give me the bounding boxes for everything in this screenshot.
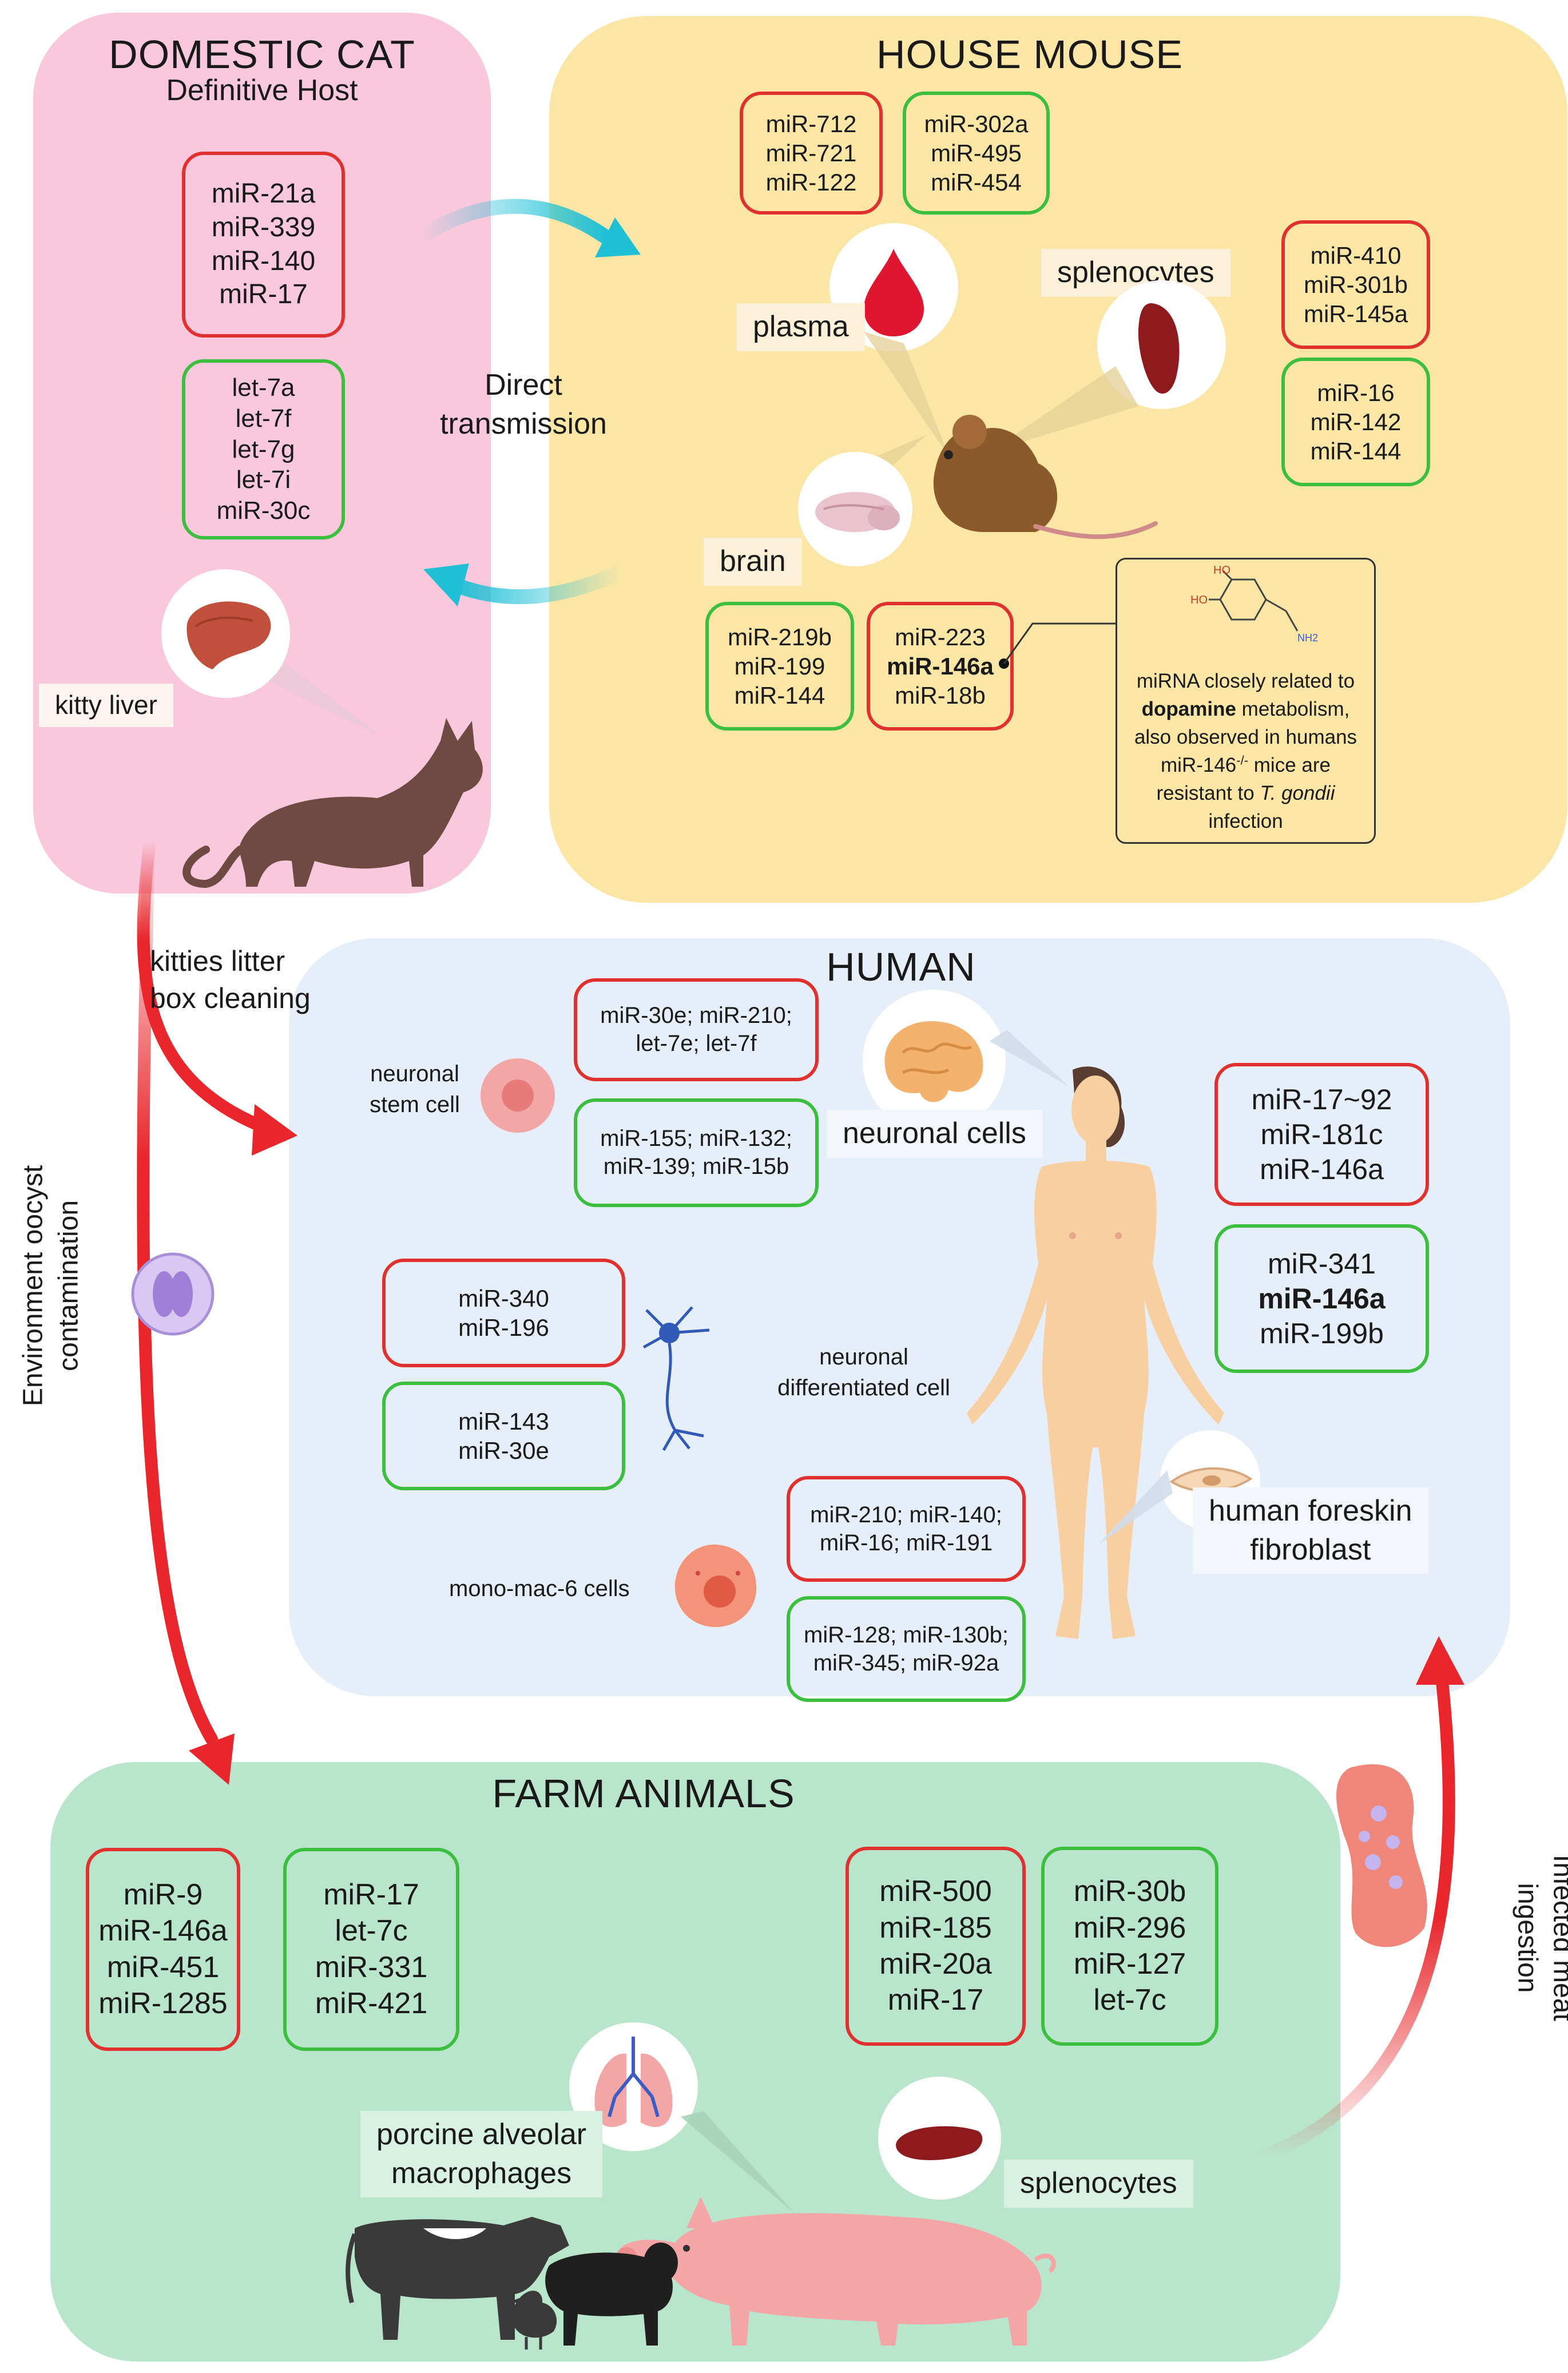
- liver-icon-circle: [161, 569, 290, 698]
- chicken-icon: [510, 2291, 557, 2350]
- arrow-meat-to-human: [1255, 1670, 1455, 2163]
- spleen-icon: [1138, 303, 1180, 394]
- mouse-brain-upregulated-box: miR-223 miR-146a miR-18b: [867, 602, 1014, 731]
- differentiated-upregulated-box: miR-340 miR-196: [382, 1259, 625, 1367]
- brain-label: brain: [704, 538, 802, 586]
- oocyst-icon: [131, 1252, 215, 1336]
- lung-icon: [594, 2037, 673, 2127]
- environment-contamination-label: Environment oocyst contamination: [18, 1165, 84, 1407]
- svg-text:HO: HO: [1190, 594, 1208, 606]
- human-body-icon: [967, 1066, 1224, 1639]
- macrophage-cell-icon: [674, 1544, 757, 1628]
- brain-icon-circle-mouse: [798, 452, 912, 566]
- svg-text:NH2: NH2: [1297, 632, 1318, 644]
- neuronal-downregulated-box: miR-341 miR-146a miR-199b: [1214, 1224, 1429, 1373]
- farm-spleen-icon-circle: [878, 2077, 1001, 2200]
- mono-mac-upregulated-box: miR-210; miR-140; miR-16; miR-191: [787, 1476, 1026, 1582]
- liver-icon: [186, 601, 271, 669]
- blood-drop-icon-circle: [829, 223, 958, 352]
- direct-transmission-label: Direct transmission: [440, 368, 607, 441]
- cat-subtitle: Definitive Host: [166, 74, 358, 107]
- lung-pointer: [681, 2111, 795, 2214]
- brain-icon: [815, 492, 900, 532]
- mouse-title: HOUSE MOUSE: [876, 32, 1184, 77]
- arrow-cat-to-mouse: [413, 199, 614, 245]
- sheep-icon: [545, 2243, 678, 2346]
- human-foreskin-fibroblast-label: human foreskin fibroblast: [1193, 1487, 1428, 1574]
- mono-mac-6-label: mono-mac-6 cells: [449, 1576, 630, 1601]
- liver-pointer: [269, 664, 383, 738]
- dopamine-note-box: HO HO NH2 miRNA closely related to dopam…: [1116, 558, 1376, 844]
- pam-upregulated-box: miR-9 miR-146a miR-451 miR-1285: [86, 1848, 240, 2051]
- pam-downregulated-box: miR-17 let-7c miR-331 miR-421: [283, 1848, 459, 2051]
- neuronal-cells-label: neuronal cells: [827, 1110, 1042, 1158]
- mouse-brain-downregulated-box: miR-219b miR-199 miR-144: [705, 602, 854, 731]
- dopamine-molecule-icon: HO HO NH2: [1190, 564, 1318, 644]
- stem-cell-upregulated-box: miR-30e; miR-210; let-7e; let-7f: [574, 978, 819, 1081]
- human-brain-pointer: [990, 1030, 1070, 1087]
- fibroblast-pointer: [1098, 1470, 1173, 1545]
- spleen-icon: [896, 2126, 983, 2160]
- plasma-label: plasma: [737, 303, 865, 351]
- porcine-alveolar-macrophages-label: porcine alveolar macrophages: [360, 2111, 603, 2198]
- stem-cell-downregulated-box: miR-155; miR-132; miR-139; miR-15b: [574, 1098, 819, 1207]
- cat-upregulated-box: miR-21a miR-339 miR-140 miR-17: [182, 152, 345, 338]
- arrow-environment-to-farm: [137, 840, 218, 1745]
- mono-mac-downregulated-box: miR-128; miR-130b; miR-345; miR-92a: [787, 1596, 1026, 1702]
- differentiated-downregulated-box: miR-143 miR-30e: [382, 1382, 625, 1490]
- cat-downregulated-box: let-7a let-7f let-7g let-7i miR-30c: [182, 359, 345, 539]
- domestic-cat-panel: [33, 13, 491, 894]
- neuronal-upregulated-box: miR-17~92 miR-181c miR-146a: [1214, 1063, 1429, 1206]
- mouse-plasma-downregulated-box: miR-302a miR-495 miR-454: [903, 92, 1050, 215]
- mouse-plasma-upregulated-box: miR-712 miR-721 miR-122: [740, 92, 883, 215]
- mouse-icon: [933, 415, 1158, 539]
- kitty-liver-label: kitty liver: [39, 684, 173, 727]
- svg-text:HO: HO: [1213, 564, 1230, 577]
- human-title: HUMAN: [826, 945, 976, 989]
- infected-meat-label: Infected meat ingestion: [1512, 1854, 1568, 2021]
- house-mouse-panel: [549, 16, 1567, 903]
- farm-splenocytes-downregulated-box: miR-30b miR-296 miR-127 let-7c: [1041, 1847, 1218, 2046]
- mouse-spleen-downregulated-box: miR-16 miR-142 miR-144: [1281, 358, 1430, 486]
- litter-box-label: kitties litter box cleaning: [150, 945, 311, 1014]
- cat-icon: [182, 718, 483, 888]
- farm-title: FARM ANIMALS: [492, 1771, 795, 1816]
- neuronal-differentiated-cell-label: neuronal differentiated cell: [777, 1344, 950, 1400]
- cat-title: DOMESTIC CAT: [109, 32, 415, 77]
- note-connector: [999, 622, 1118, 669]
- human-brain-icon-circle: [863, 990, 1006, 1133]
- arrow-mouse-to-cat: [444, 565, 628, 605]
- farm-splenocytes-upregulated-box: miR-500 miR-185 miR-20a miR-17: [845, 1847, 1026, 2046]
- mouse-spleen-upregulated-box: miR-410 miR-301b miR-145a: [1281, 220, 1430, 349]
- brain-icon: [884, 1021, 983, 1102]
- stem-cell-icon: [481, 1058, 555, 1133]
- neuron-icon: [642, 1306, 710, 1451]
- neuronal-stem-cell-label: neuronal stem cell: [370, 1061, 460, 1117]
- infected-meat-icon: [1336, 1764, 1427, 1947]
- farm-splenocytes-label: splenocytes: [1004, 2160, 1193, 2208]
- blood-drop-icon: [864, 249, 924, 336]
- cow-icon: [346, 2217, 569, 2340]
